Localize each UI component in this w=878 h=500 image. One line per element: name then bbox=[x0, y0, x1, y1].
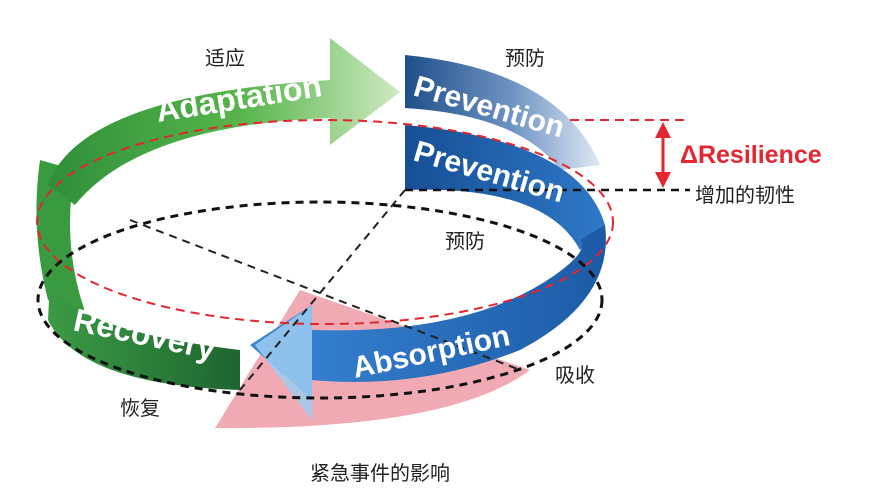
recovery-band bbox=[48, 280, 240, 390]
resilience-word: Resilience bbox=[698, 141, 822, 169]
absorption-wedge bbox=[255, 305, 312, 420]
prevention-lower-cn: 预防 bbox=[445, 229, 485, 253]
absorption-band bbox=[250, 225, 606, 400]
resilience-label: ΔResilience bbox=[680, 141, 822, 169]
impact-cn: 紧急事件的影响 bbox=[310, 461, 450, 485]
adaptation-band bbox=[48, 38, 400, 205]
resilience-arrow-up bbox=[655, 122, 671, 138]
black-dashed-ellipse bbox=[36, 200, 604, 400]
radial-line-1 bbox=[239, 189, 406, 391]
prevention-upper-cn: 预防 bbox=[505, 46, 545, 70]
absorption-cn: 吸收 bbox=[555, 363, 595, 387]
prevention-upper-band bbox=[405, 55, 600, 170]
adaptation-cn: 适应 bbox=[205, 46, 245, 70]
resilience-cn: 增加的韧性 bbox=[695, 183, 795, 207]
red-dashed-ellipse bbox=[36, 119, 614, 325]
delta-symbol: Δ bbox=[680, 141, 698, 169]
recovery-cn: 恢复 bbox=[120, 396, 160, 420]
prevention-lower-band bbox=[405, 125, 605, 250]
resilience-arrow-down bbox=[655, 172, 671, 188]
